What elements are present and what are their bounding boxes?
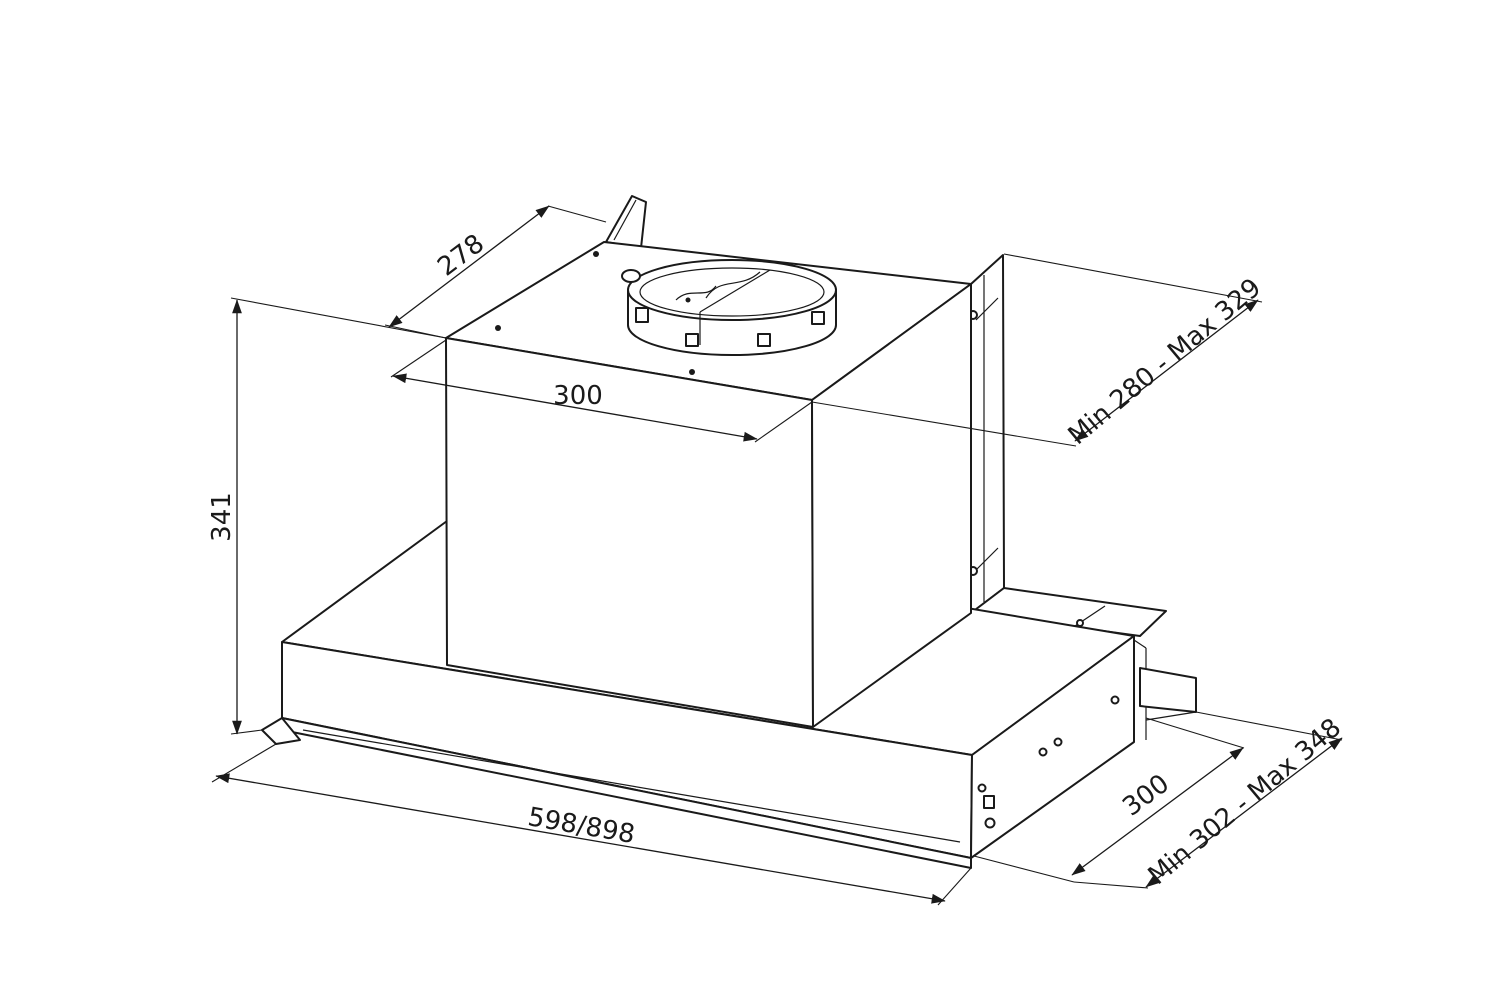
dimension-chimney-width: 300: [390, 339, 813, 443]
label-body-width: 598/898: [526, 802, 638, 850]
right-side-bracket: [968, 254, 1167, 637]
label-extended-range: Min 302 - Max 348: [1143, 713, 1347, 891]
dimension-height: 341: [207, 297, 447, 735]
label-bottom-depth: 300: [1117, 769, 1175, 823]
top-screw: [495, 325, 501, 331]
label-top-depth: 278: [432, 229, 490, 283]
top-screw: [689, 369, 695, 375]
outlet-collar: [621, 259, 837, 356]
left-mounting-bracket: [605, 195, 647, 249]
label-height: 341: [207, 492, 237, 542]
label-chimney-width: 300: [553, 381, 603, 411]
label-bracket-range: Min 280 - Max 329: [1063, 273, 1267, 451]
top-screw: [593, 251, 599, 257]
